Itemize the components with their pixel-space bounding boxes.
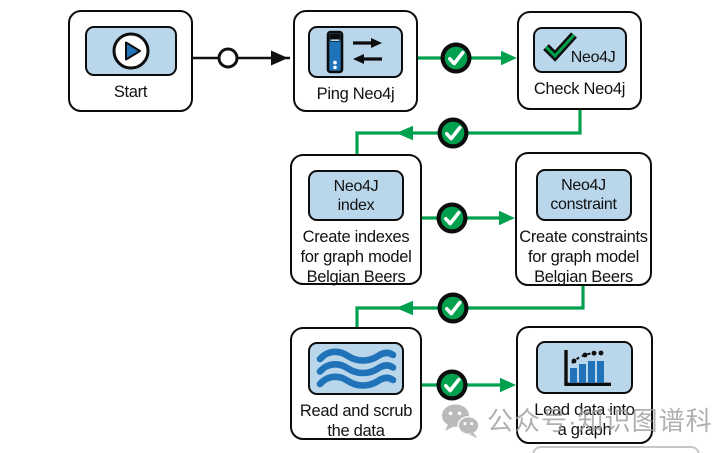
flow-node-load: Load data into a graph	[516, 326, 653, 444]
success-check-icon	[437, 292, 469, 324]
node-label-ping: Ping Neo4j	[316, 85, 395, 103]
node-label-index: Create indexes for graph model Belgian B…	[300, 228, 412, 286]
arrowhead-left	[396, 300, 413, 316]
checkmark-icon	[542, 32, 577, 62]
arrowhead-right	[499, 210, 515, 226]
flow-node-index: Neo4J index Create indexes for graph mod…	[290, 154, 422, 286]
bar-chart-icon	[536, 341, 633, 394]
play-icon	[84, 26, 177, 76]
badge-caption-neo4j: Neo4J	[570, 49, 616, 66]
neo4j-index-badge: Neo4J index	[308, 170, 404, 221]
node-label-constraint: Create constraints for graph model Belgi…	[519, 228, 648, 286]
flow-node-check: Neo4J Check Neo4j	[517, 11, 642, 110]
badge-caption-index: Neo4J index	[333, 177, 379, 214]
server-sync-icon	[308, 26, 403, 78]
arrowhead-right	[500, 377, 516, 393]
flow-node-start: Start	[68, 10, 193, 112]
success-check-icon	[436, 202, 468, 234]
node-label-check: Check Neo4j	[533, 80, 626, 98]
connector-start-ping	[193, 47, 290, 69]
waves-icon	[308, 342, 404, 395]
success-check-icon	[437, 117, 469, 149]
badge-caption-constraint: Neo4J constraint	[550, 177, 617, 213]
check-neo4j-icon: Neo4J	[532, 27, 627, 73]
watermark-text: 公众号·知识图谱科技	[487, 406, 713, 436]
neo4j-constraint-badge: Neo4J constraint	[535, 169, 632, 221]
flow-node-read: Read and scrub the data	[290, 327, 422, 440]
connector-constraint-read	[355, 286, 585, 327]
watermark: 公众号·知识图谱科技	[440, 402, 713, 440]
connector-read-load	[422, 377, 516, 393]
arrowhead-right	[501, 50, 517, 66]
open-circle-marker	[217, 47, 239, 69]
flow-node-ping: Ping Neo4j	[293, 10, 418, 112]
node-label-load: Load data into a graph	[534, 401, 635, 439]
connector-index-constraint	[422, 210, 515, 226]
connector-check-index	[355, 110, 582, 154]
success-check-icon	[440, 42, 472, 74]
wechat-icon	[442, 404, 480, 439]
success-check-icon	[436, 369, 468, 401]
node-label-read: Read and scrub the data	[299, 402, 413, 440]
node-label-start: Start	[113, 83, 148, 101]
arrowhead-left	[396, 125, 413, 141]
flow-node-constraint: Neo4J constraint Create constraints for …	[515, 152, 652, 286]
arrowhead-right	[271, 50, 288, 66]
